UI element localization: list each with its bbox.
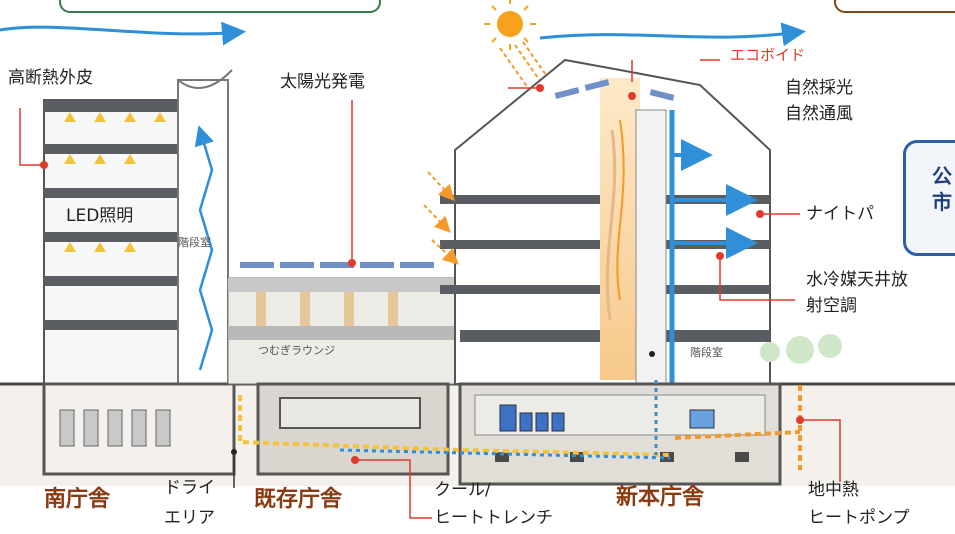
callout-text-2: 市	[932, 190, 952, 214]
label-new-main-building: 新本庁舎	[616, 485, 705, 510]
label-geothermal-1: 地中熱	[808, 480, 859, 500]
cool-heat-trench	[238, 395, 671, 457]
label-solar: 太陽光発電	[280, 72, 365, 92]
label-geothermal-2: ヒートポンプ	[808, 508, 910, 528]
top-banner-remnant	[59, 0, 381, 13]
wind-arrow-top-right	[539, 22, 806, 47]
label-dry-area-1: ドライ	[164, 478, 215, 498]
existing-building	[227, 262, 461, 476]
label-led: LED照明	[66, 206, 134, 226]
wind-arrow-top-left	[0, 21, 246, 46]
trees	[760, 334, 842, 364]
sun-icon	[484, 0, 536, 50]
label-water-ceiling-1: 水冷媒天井放	[806, 270, 908, 290]
label-water-ceiling-2: 射空調	[806, 296, 857, 316]
label-tsumugi-lounge: つむぎラウンジ	[258, 344, 335, 357]
label-cool-heat-1: クール/	[434, 480, 491, 500]
callout-box	[903, 140, 955, 256]
label-natural-light: 自然採光	[785, 78, 853, 98]
label-stairwell-left: 階段室	[178, 236, 211, 249]
label-dry-area-2: エリア	[164, 508, 215, 528]
callout-text-1: 公	[932, 164, 952, 188]
label-night-purge: ナイトパ	[806, 204, 874, 224]
label-south-building: 南庁舎	[44, 487, 111, 512]
south-building	[42, 69, 236, 476]
label-ecovoid: エコボイド	[730, 46, 806, 64]
label-existing-building: 既存庁舎	[254, 487, 343, 512]
top-right-banner-remnant	[834, 0, 955, 13]
label-high-insulation: 高断熱外皮	[8, 68, 93, 88]
new-main-building	[440, 58, 782, 486]
label-stairwell-right: 階段室	[690, 346, 723, 359]
label-cool-heat-2: ヒートトレンチ	[434, 508, 553, 528]
label-natural-vent: 自然通風	[785, 104, 853, 124]
